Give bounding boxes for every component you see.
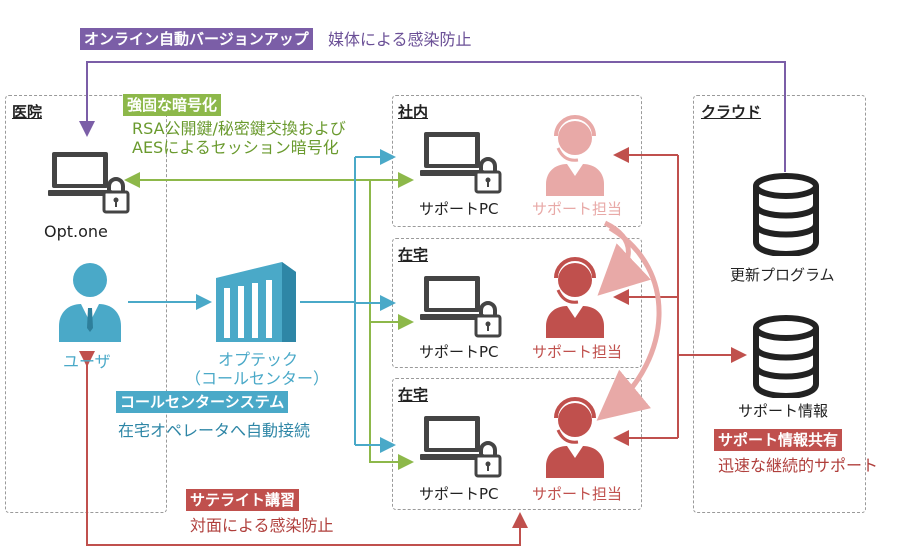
laptop-lock-icon xyxy=(420,132,502,194)
support-staff-label-3: サポート担当 xyxy=(532,485,623,503)
callcenter-label-1: オプテック xyxy=(218,350,299,369)
headset-operator-icon xyxy=(546,257,604,338)
callcenter-tag: コールセンターシステム xyxy=(116,391,289,413)
office-title-2: 在宅 xyxy=(398,246,429,264)
support-staff-label-1: サポート担当 xyxy=(532,200,623,218)
support-info-label: サポート情報 xyxy=(738,402,829,420)
satellite-line xyxy=(79,351,528,546)
database-icon xyxy=(753,315,819,398)
laptop-lock-icon xyxy=(420,276,502,338)
callcenter-note: 在宅オペレータへ自動接続 xyxy=(118,421,311,440)
info-sharing-note: 迅速な継続的サポート xyxy=(718,456,879,475)
user-icon xyxy=(59,263,121,342)
headset-operator-icon xyxy=(546,115,604,196)
laptop-lock-icon xyxy=(420,416,502,478)
laptop-lock-icon xyxy=(48,152,130,214)
handoff-arrow-2 xyxy=(596,225,662,421)
satellite-tag: サテライト講習 xyxy=(186,489,300,511)
support-pc-label-1: サポートPC xyxy=(419,200,499,218)
support-staff-label-2: サポート担当 xyxy=(532,343,623,361)
hospital-title: 医院 xyxy=(12,103,43,121)
update-flow-line xyxy=(79,61,786,172)
update-note: 媒体による感染防止 xyxy=(328,30,472,49)
encryption-note-2: AESによるセッション暗号化 xyxy=(132,138,339,157)
encryption-tag: 強固な暗号化 xyxy=(123,94,222,116)
user-label: ユーザ xyxy=(63,352,111,371)
update-tag: オンライン自動バージョンアップ xyxy=(80,28,313,50)
encryption-note-1: RSA公開鍵/秘密鍵交換および xyxy=(132,119,346,138)
office-title-1: 社内 xyxy=(398,103,429,121)
headset-operator-icon xyxy=(546,397,604,478)
cloud-region xyxy=(693,95,866,513)
cloud-title: クラウド xyxy=(701,103,762,121)
building-icon xyxy=(216,262,296,342)
callcenter-label-2: （コールセンター） xyxy=(185,369,330,388)
support-pc-label-3: サポートPC xyxy=(419,485,499,503)
database-icon xyxy=(753,173,819,256)
support-pc-label-2: サポートPC xyxy=(419,343,499,361)
optone-label: Opt.one xyxy=(44,222,108,241)
satellite-note: 対面による感染防止 xyxy=(190,516,334,535)
info-sharing-tag: サポート情報共有 xyxy=(714,429,843,451)
update-program-label: 更新プログラム xyxy=(730,266,835,284)
